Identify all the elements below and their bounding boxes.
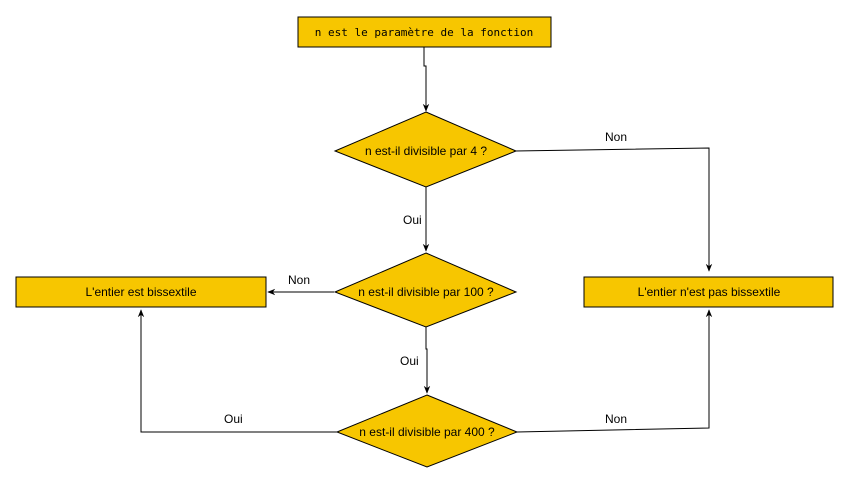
edge-q400-non	[516, 309, 713, 433]
label-q100-non: Non	[288, 273, 310, 287]
edge-q100-oui	[423, 327, 431, 394]
decision-divisible-100	[333, 252, 518, 328]
label-q4-non: Non	[605, 130, 627, 144]
result-notleap-text: L'entier n'est pas bissextile	[638, 285, 781, 299]
decision-divisible-4	[333, 111, 518, 188]
label-q400-non: Non	[605, 412, 627, 426]
label-q100-oui: Oui	[400, 354, 419, 368]
edge-start-to-q4	[422, 47, 430, 112]
decision-divisible-4-text: n est-il divisible par 4 ?	[365, 144, 487, 158]
result-notleap-box	[583, 276, 834, 308]
start-box	[297, 16, 552, 48]
edge-q4-non	[514, 147, 713, 272]
result-leap-box	[15, 276, 267, 308]
edge-q400-oui	[137, 309, 337, 433]
start-text: n est le paramètre de la fonction	[315, 26, 534, 39]
decision-divisible-400-text: n est-il divisible par 400 ?	[359, 425, 495, 439]
result-leap-text: L'entier est bissextile	[85, 285, 196, 299]
label-q4-oui: Oui	[403, 213, 422, 227]
label-q400-oui: Oui	[224, 412, 243, 426]
connectors	[137, 47, 713, 433]
decision-divisible-100-text: n est-il divisible par 100 ?	[358, 285, 494, 299]
decision-divisible-400	[335, 394, 519, 468]
